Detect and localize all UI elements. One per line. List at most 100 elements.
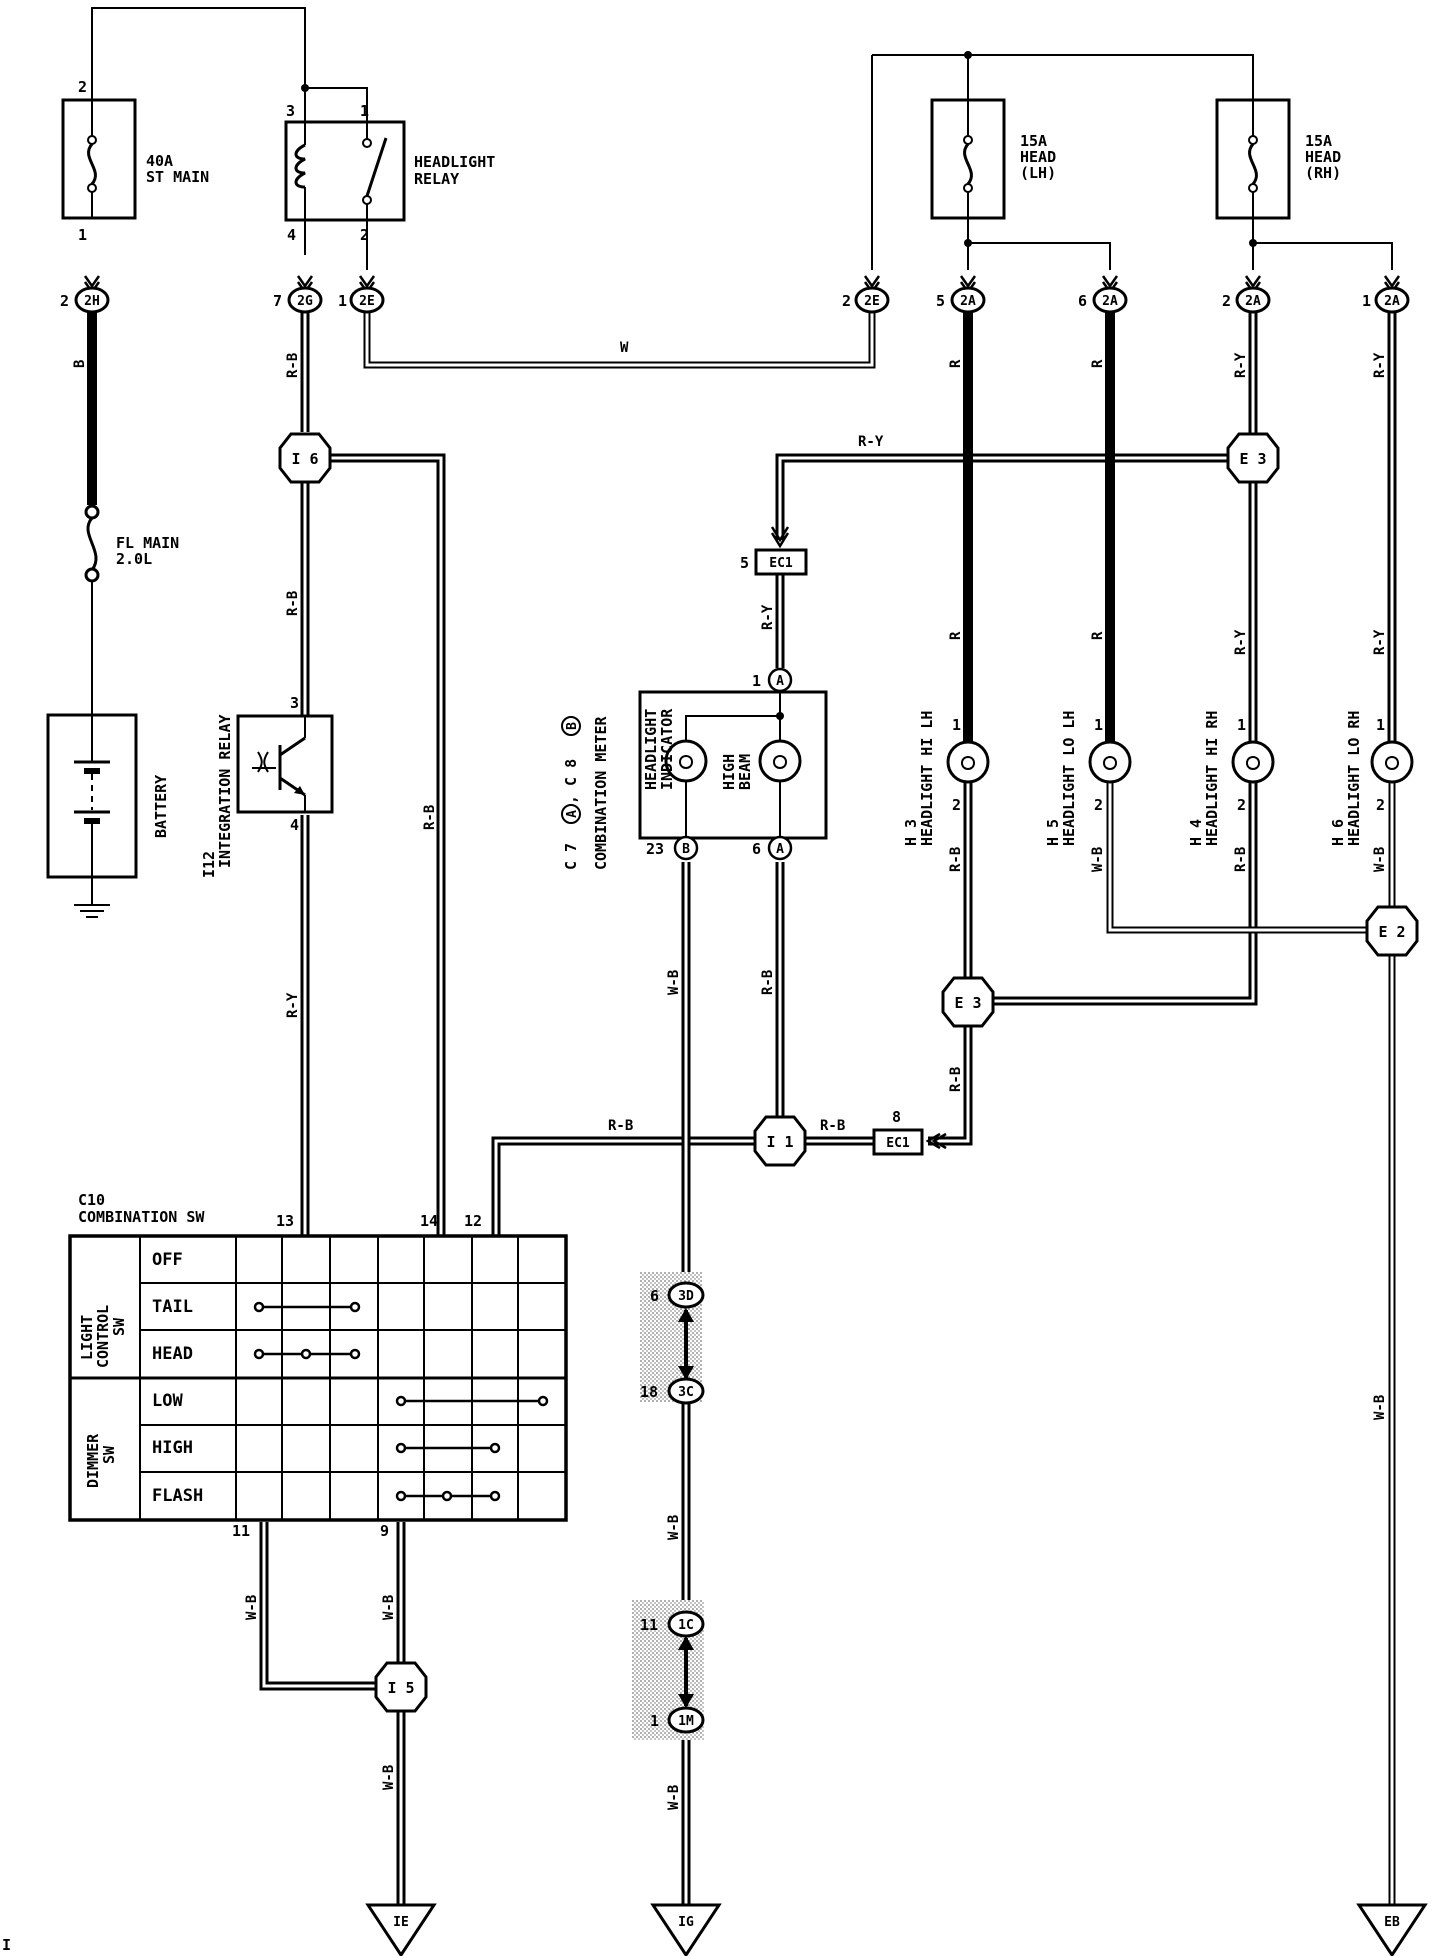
h5-pin-2: 2 [1094,796,1103,814]
h3-code: H 3 [902,819,920,846]
headlight-bulbs [946,740,1414,784]
h6-pin-1: 1 [1376,716,1385,734]
meter-pin-top: 1 [752,672,761,690]
sw-pin-12: 12 [464,1212,482,1230]
fl-main-line2: 2.0L [116,550,152,568]
combination-sw-table [68,1234,568,1522]
junction-i6-label: I 6 [291,450,318,468]
sw-pin-9: 9 [380,1522,389,1540]
connector-3c-pin: 18 [640,1383,658,1401]
headlight-h3 [946,740,990,784]
connector-ec1-top [754,548,808,576]
junction-i5-label: I 5 [387,1679,414,1697]
connector-ec1-top-code: EC1 [769,556,793,571]
wire-label-ry-7: R-Y [1372,629,1388,655]
h3-pin-2: 2 [952,796,961,814]
sw-pin-14: 14 [420,1212,438,1230]
wire-labels: B R-B R-B R-Y R-B W R R R-Y R-Y R-Y R-Y … [72,340,1388,1810]
wire-label-ry-3: R-Y [1372,352,1388,378]
sw-group-dimmer-line1: DIMMER [84,1433,102,1488]
integration-relay-pin-3: 3 [290,694,299,712]
fuse-st-main-name: ST MAIN [146,168,209,186]
connector-2a-6-code: 2A [1102,294,1118,309]
junction-i1-label: I 1 [766,1133,793,1151]
relay-pin-3: 3 [286,102,295,120]
h4-pin-2: 2 [1237,796,1246,814]
connector-2e-left-pin: 1 [338,292,347,310]
connector-2a-5-code: 2A [960,294,976,309]
meter-indicator-line2: INDICATOR [658,708,676,790]
meter-pin-br-code: A [776,842,784,857]
ground-ig-triangle [650,1903,722,1956]
combination-sw-contacts [253,1301,549,1502]
sw-pin-13: 13 [276,1212,294,1230]
integration-relay-pin-4: 4 [290,816,299,834]
wire-label-rb-1: R-B [285,353,301,378]
battery-label: BATTERY [152,775,170,838]
h4-name: HEADLIGHT HI RH [1203,711,1221,846]
headlight-h6 [1370,740,1414,784]
junction-e3-top-label: E 3 [1239,450,1266,468]
relay-pin-1: 1 [360,102,369,120]
h3-name: HEADLIGHT HI LH [918,711,936,846]
fuse-st-main [61,98,137,220]
fuse-head-rh-side: (RH) [1305,164,1341,182]
wire-label-wb-4: W-B [666,1515,682,1540]
wire-label-r-2: R [1090,359,1106,368]
sw-group-light-line3: SW [110,1317,128,1336]
fuse-head-rh [1215,98,1393,270]
meter-code: C 7 [562,843,580,870]
connector-1m-code: 1M [678,1714,694,1729]
connector-2g-pin: 7 [273,292,282,310]
wire-label-wb-3: W-B [666,970,682,995]
junction-i6 [278,432,332,484]
battery [46,713,138,918]
wire-label-wb-7: W-B [381,1595,397,1620]
margin-mark: I [2,1936,11,1954]
wire-label-r-4: R [1090,631,1106,640]
meter-pin-bl: 23 [646,840,664,858]
wire-label-wb-1: W-B [1090,847,1106,872]
meter-name: COMBINATION METER [592,716,610,870]
wire-label-rb-5: R-B [1233,847,1249,872]
junction-i5 [374,1661,428,1713]
wire-label-rb-4: R-B [948,847,964,872]
headlight-h5 [1088,740,1132,784]
wire-label-wb-9: W-B [1372,1395,1388,1420]
wire-label-r-3: R [948,631,964,640]
fuse-st-main-pin-bottom: 1 [78,226,87,244]
integration-relay [236,714,334,814]
sw-group-light-line1: LIGHT [78,1315,96,1360]
meter-pin-br: 6 [752,840,761,858]
junction-e2 [1365,905,1419,957]
connector-2h-pin: 2 [60,292,69,310]
connector-ec1-top-pin: 5 [740,554,749,572]
ground-eb-label: EB [1384,1915,1400,1930]
junction-e3-bottom [941,976,995,1028]
sw-group-dimmer-line2: SW [100,1445,118,1464]
meter-pin-bl-code: B [682,842,690,857]
fuse-st-main-rating: 40A [146,152,173,170]
wire-label-ry-2: R-Y [1233,352,1249,378]
connector-2a-1-pin: 1 [1362,292,1371,310]
meter-lamp-line2: BEAM [736,754,754,790]
ec1-arrows [770,526,947,1150]
sw-pin-11: 11 [232,1522,250,1540]
combination-meter [638,667,828,861]
wire-label-wb-6: W-B [244,1595,260,1620]
connector-2a-2-pin: 2 [1222,292,1231,310]
connector-ec1-bottom-pin: 8 [892,1108,901,1126]
meter-code-group: C 7 A , C 8 B [561,716,581,870]
wire-label-rb-9: R-B [820,1118,845,1134]
relay-name-line1: HEADLIGHT [414,153,495,171]
fuse-head-lh-side: (LH) [1020,164,1056,182]
integration-relay-code: I12 [200,851,218,878]
relay-pin-2: 2 [360,226,369,244]
ground-symbols [365,1903,1428,1956]
connector-ec1-bottom [872,1128,924,1156]
wire-label-rb-6: R-B [948,1067,964,1092]
ground-ie-triangle [365,1903,437,1956]
junction-e2-label: E 2 [1378,923,1405,941]
ground-ig-label: IG [678,1915,694,1930]
wire-label-rb-2: R-B [285,591,301,616]
